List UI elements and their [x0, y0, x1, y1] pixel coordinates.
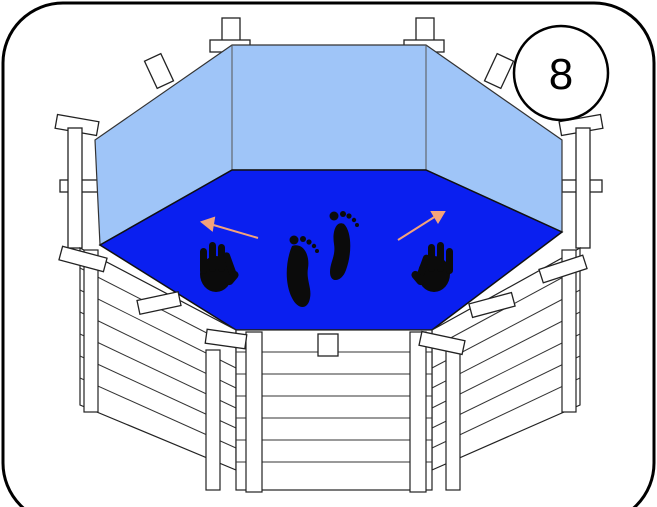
step-badge: 8 — [514, 26, 608, 120]
step-number: 8 — [549, 50, 573, 99]
